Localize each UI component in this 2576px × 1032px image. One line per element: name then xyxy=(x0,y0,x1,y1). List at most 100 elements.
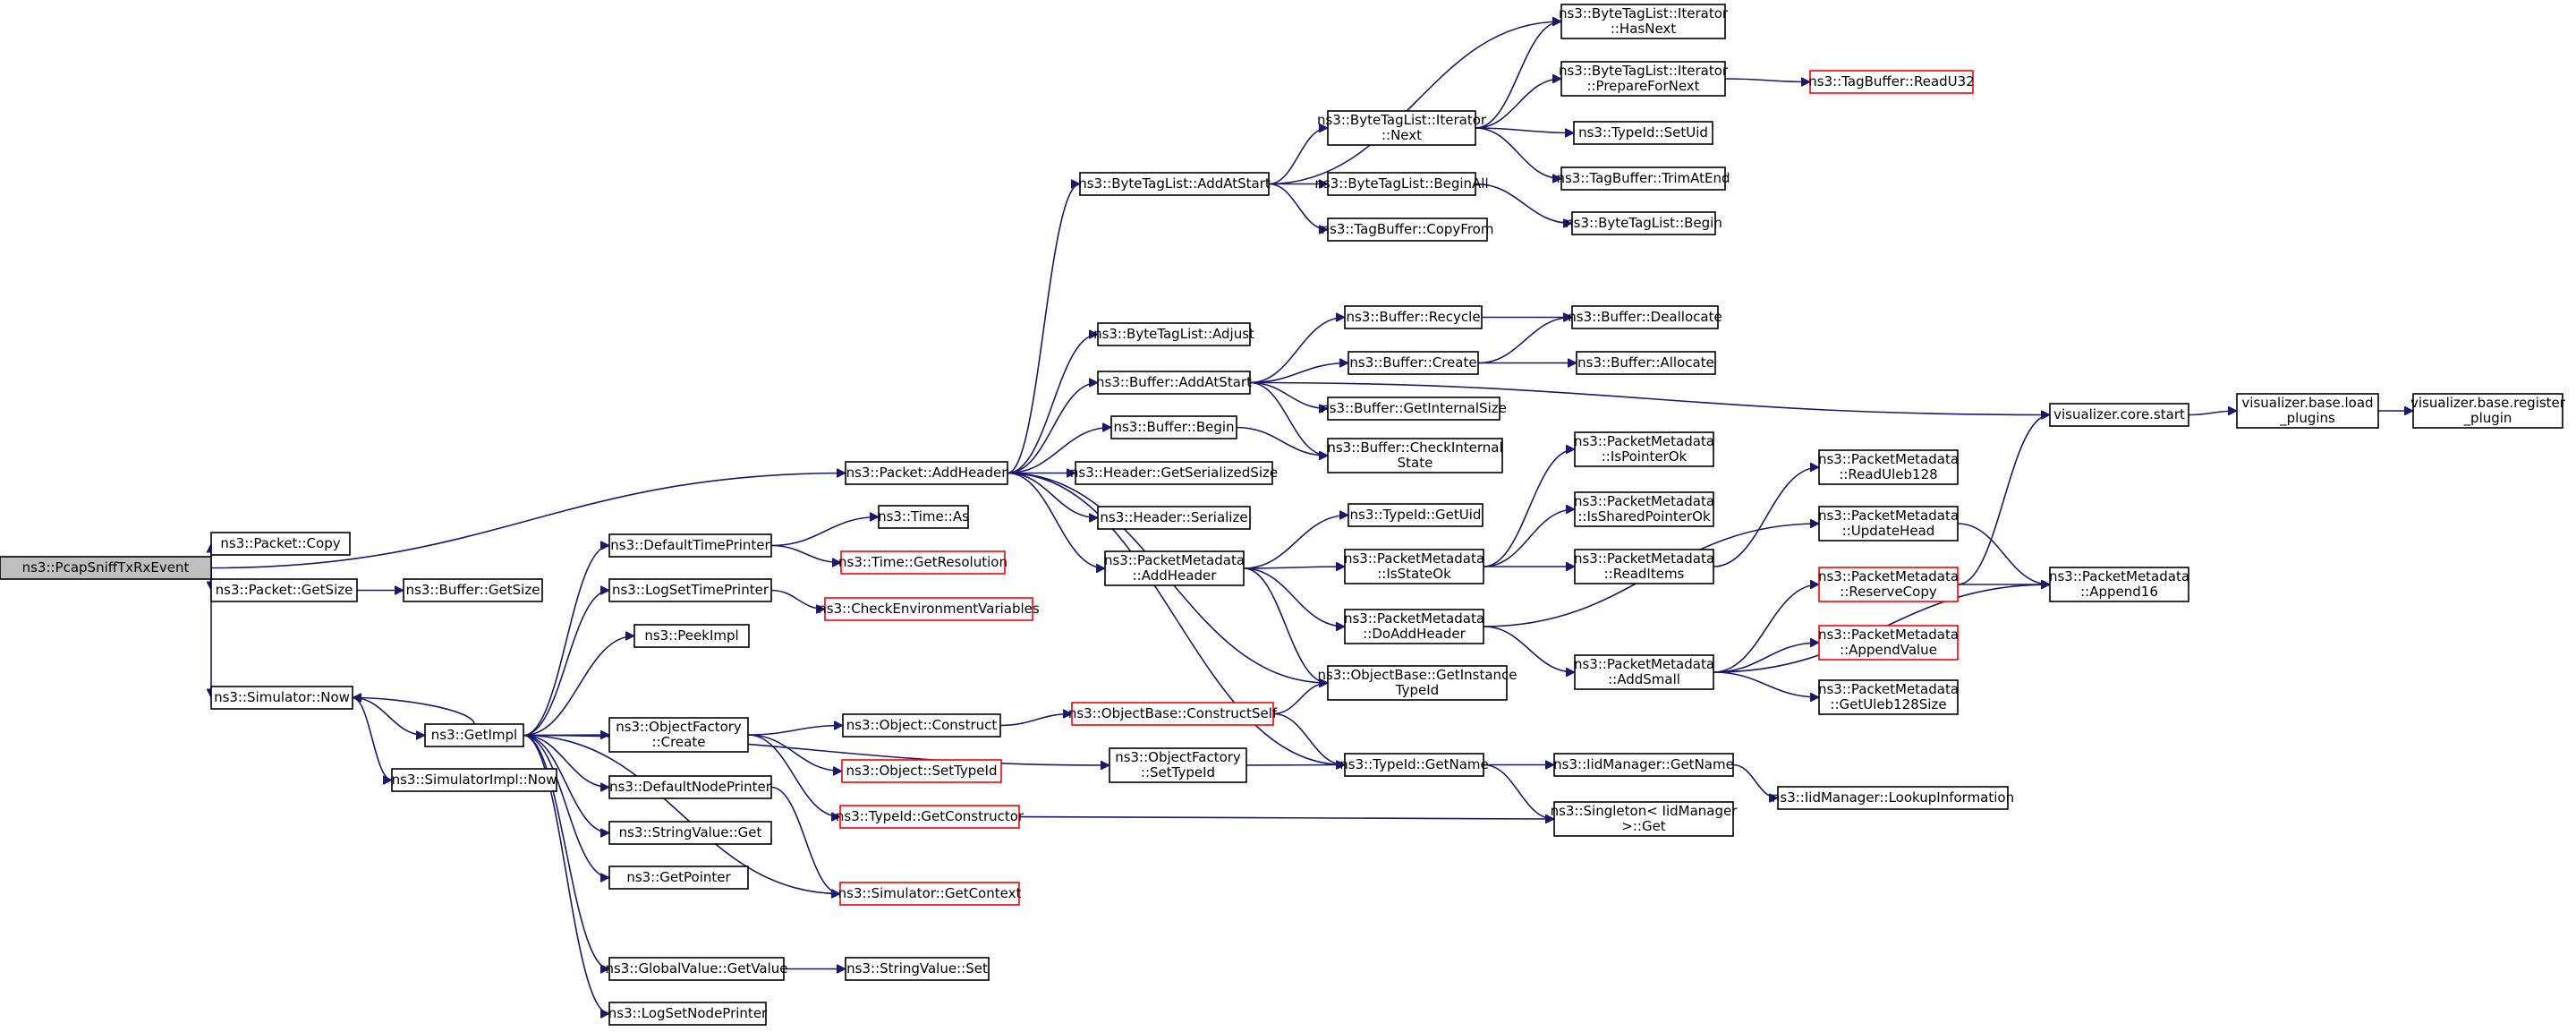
function-node[interactable]: ns3::Buffer::Recycle xyxy=(1344,305,1483,329)
function-node-label: ns3::ObjectFactory xyxy=(616,719,742,735)
function-node[interactable]: ns3::Buffer::Create xyxy=(1348,351,1479,375)
function-node[interactable]: ns3::Time::As xyxy=(878,505,969,529)
function-node-label: ns3::Simulator::GetContext xyxy=(838,885,1022,901)
function-node[interactable]: ns3::Buffer::AddAtStart xyxy=(1096,371,1252,395)
function-node[interactable]: ns3::GlobalValue::GetValue xyxy=(605,957,788,981)
function-node-box xyxy=(845,957,990,981)
function-node[interactable]: ns3::Header::GetSerializedSize xyxy=(1070,461,1278,485)
function-node-box xyxy=(1327,438,1503,473)
function-node[interactable]: ns3::ByteTagList::Iterator::PrepareForNe… xyxy=(1559,61,1729,97)
function-node-label: ns3::ByteTagList::Iterator xyxy=(1559,5,1729,21)
call-edge-path xyxy=(1007,335,1099,474)
function-node[interactable]: ns3::ByteTagList::Iterator::Next xyxy=(1317,110,1487,146)
function-node[interactable]: ns3::GetImpl xyxy=(424,723,524,747)
function-node[interactable]: ns3::DefaultNodePrinter xyxy=(608,775,772,799)
function-node[interactable]: ns3::DefaultTimePrinter xyxy=(608,533,772,558)
function-node[interactable]: ns3::ObjectFactory::Create xyxy=(608,717,749,753)
function-node[interactable]: ns3::TypeId::GetConstructor xyxy=(836,805,1024,829)
function-node[interactable]: ns3::PacketMetadata::GetUleb128Size xyxy=(1818,679,1959,715)
function-node-box xyxy=(608,578,772,602)
function-node[interactable]: ns3::Simulator::GetContext xyxy=(838,882,1022,906)
function-node[interactable]: ns3::ByteTagList::Iterator::HasNext xyxy=(1559,4,1729,39)
function-node[interactable]: ns3::ByteTagList::AddAtStart xyxy=(1078,172,1271,196)
function-node[interactable]: ns3::PacketMetadata::IsSharedPointerOk xyxy=(1574,491,1714,527)
function-node[interactable]: ns3::PacketMetadata::ReadUleb128 xyxy=(1818,449,1959,485)
function-node[interactable]: ns3::Buffer::Deallocate xyxy=(1568,305,1722,329)
function-node[interactable]: ns3::Simulator::Now xyxy=(210,686,353,710)
function-node[interactable]: ns3::LogSetTimePrinter xyxy=(608,578,772,602)
function-node[interactable]: ns3::CheckEnvironmentVariables xyxy=(818,597,1040,621)
function-node-box xyxy=(840,550,1006,575)
function-node[interactable]: ns3::TypeId::SetUid xyxy=(1573,121,1713,145)
call-edge-path xyxy=(1732,763,1779,798)
function-node[interactable]: ns3::PacketMetadata::Append16 xyxy=(2049,567,2189,602)
call-edge-path xyxy=(999,714,1072,727)
call-edge-path xyxy=(1249,381,1329,456)
function-node[interactable]: ns3::PcapSniffTxRxEvent xyxy=(0,556,212,580)
function-node[interactable]: ns3::TagBuffer::CopyFrom xyxy=(1322,217,1494,242)
function-node[interactable]: ns3::IidManager::LookupInformation xyxy=(1772,786,2014,810)
function-node[interactable]: ns3::PacketMetadata::AddSmall xyxy=(1574,654,1714,690)
call-edge xyxy=(1272,712,1345,765)
function-node-box xyxy=(839,882,1020,906)
function-node[interactable]: ns3::TypeId::GetName xyxy=(1339,753,1489,777)
function-node[interactable]: ns3::StringValue::Get xyxy=(608,821,772,845)
call-edge-path xyxy=(352,696,393,780)
function-node[interactable]: ns3::LogSetNodePrinter xyxy=(608,1002,768,1026)
call-edge-path xyxy=(1245,765,1345,766)
function-node[interactable]: ns3::Packet::AddHeader xyxy=(845,461,1008,485)
function-node[interactable]: ns3::Singleton< IidManager>::Get xyxy=(1551,801,1739,837)
function-node[interactable]: ns3::Packet::Copy xyxy=(210,532,351,556)
function-node-label: ns3::StringValue::Get xyxy=(619,824,762,840)
function-node[interactable]: ns3::ObjectFactory::SetTypeId xyxy=(1109,747,1247,783)
function-node[interactable]: ns3::Packet::GetSize xyxy=(210,578,358,602)
function-node[interactable]: visualizer.base.load_plugins xyxy=(2236,393,2379,429)
function-node[interactable]: ns3::GetPointer xyxy=(608,866,749,890)
function-node[interactable]: ns3::PacketMetadata::IsPointerOk xyxy=(1574,431,1714,467)
function-node[interactable]: ns3::TypeId::GetUid xyxy=(1348,503,1484,527)
function-node[interactable]: ns3::ByteTagList::Begin xyxy=(1565,211,1722,235)
function-node[interactable]: ns3::PacketMetadata::DoAddHeader xyxy=(1344,609,1484,644)
function-node-label: ::ReadItems xyxy=(1604,566,1685,582)
function-node-label: ns3::Object::Construct xyxy=(846,717,998,733)
function-node[interactable]: ns3::PacketMetadata::UpdateHead xyxy=(1818,506,1959,542)
function-node[interactable]: ns3::Object::SetTypeId xyxy=(841,759,1002,783)
function-node[interactable]: ns3::Buffer::Allocate xyxy=(1576,351,1716,375)
call-edge xyxy=(1957,523,2050,584)
function-node[interactable]: ns3::TagBuffer::TrimAtEnd xyxy=(1556,166,1730,191)
function-node[interactable]: ns3::PeekImpl xyxy=(633,624,750,648)
function-node[interactable]: ns3::TagBuffer::ReadU32 xyxy=(1808,70,1975,94)
function-node[interactable]: ns3::Buffer::GetInternalSize xyxy=(1321,397,1507,421)
function-node-box xyxy=(1818,449,1959,485)
function-node-label: ::DoAddHeader xyxy=(1363,626,1466,642)
function-node[interactable]: visualizer.base.register_plugin xyxy=(2410,393,2566,429)
function-node[interactable]: ns3::SimulatorImpl::Now xyxy=(391,768,557,792)
function-node[interactable]: ns3::PacketMetadata::ReserveCopy xyxy=(1818,567,1959,602)
function-node[interactable]: ns3::Time::GetResolution xyxy=(838,550,1007,575)
function-node[interactable]: ns3::PacketMetadata::AddHeader xyxy=(1104,550,1245,586)
function-node[interactable]: ns3::ObjectBase::ConstructSelf xyxy=(1068,702,1278,726)
function-node-label: ns3::ByteTagList::AddAtStart xyxy=(1078,175,1271,192)
function-node[interactable]: ns3::IidManager::GetName xyxy=(1553,753,1734,777)
function-node[interactable]: visualizer.core.start xyxy=(2049,403,2189,427)
function-node[interactable]: ns3::Header::Serialize xyxy=(1097,506,1251,530)
function-node-label: ns3::TypeId::GetUid xyxy=(1350,507,1482,523)
function-node[interactable]: ns3::StringValue::Set xyxy=(845,957,990,981)
call-edge xyxy=(770,544,841,563)
call-edge xyxy=(1724,79,1810,82)
function-node-box xyxy=(1560,4,1726,39)
function-node[interactable]: ns3::PacketMetadata::ReadItems xyxy=(1574,549,1714,584)
function-node[interactable]: ns3::ByteTagList::BeginAll xyxy=(1314,172,1489,196)
function-node-box xyxy=(841,759,1002,783)
function-node-label: TypeId xyxy=(1395,682,1439,698)
function-node[interactable]: ns3::PacketMetadata::AppendValue xyxy=(1818,625,1959,661)
function-node-box xyxy=(391,768,557,792)
function-node[interactable]: ns3::Buffer::Begin xyxy=(1110,415,1237,439)
function-node[interactable]: ns3::ByteTagList::Adjust xyxy=(1093,322,1254,346)
call-edge xyxy=(1713,467,1819,567)
function-node[interactable]: ns3::PacketMetadata::IsStateOk xyxy=(1344,549,1484,584)
function-node[interactable]: ns3::Buffer::GetSize xyxy=(403,578,543,602)
function-node[interactable]: ns3::Object::Construct xyxy=(842,713,1001,738)
